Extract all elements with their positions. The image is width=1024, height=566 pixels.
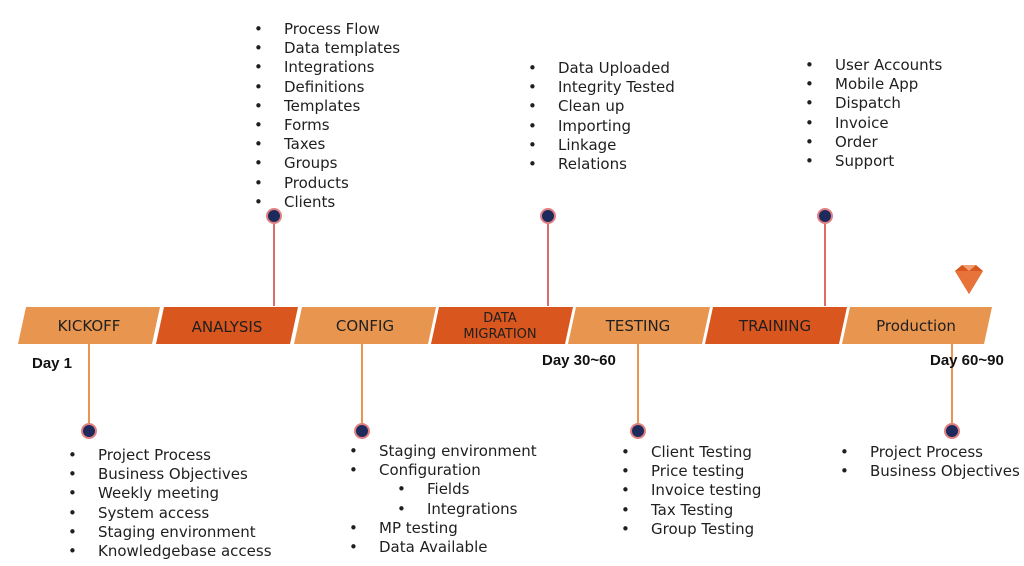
list-item: Business Objectives <box>840 462 1020 481</box>
training-list: User AccountsMobile AppDispatchInvoiceOr… <box>805 56 942 171</box>
milestone-dot-config <box>354 423 370 439</box>
gem-icon <box>955 265 983 294</box>
analysis-list: Process FlowData templatesIntegrationsDe… <box>254 20 400 212</box>
list-item: Fields <box>349 480 537 499</box>
list-item: Weekly meeting <box>68 484 272 503</box>
list-item: Group Testing <box>621 520 761 539</box>
phase-label-config: CONFIG <box>336 317 394 335</box>
list-item: Definitions <box>254 78 400 97</box>
day-marker-end: Day 60~90 <box>930 352 1004 369</box>
list-item: Integrations <box>254 58 400 77</box>
testing-list: Client TestingPrice testingInvoice testi… <box>621 443 761 539</box>
production-list: Project ProcessBusiness Objectives <box>840 443 1020 482</box>
milestone-dot-testing <box>630 423 646 439</box>
list-item: Templates <box>254 97 400 116</box>
phase-label-kickoff: KICKOFF <box>58 317 121 335</box>
list-item: Integrity Tested <box>528 78 675 97</box>
day-marker-mid: Day 30~60 <box>542 352 616 369</box>
list-item: Support <box>805 152 942 171</box>
list-item: Price testing <box>621 462 761 481</box>
list-item: Linkage <box>528 136 675 155</box>
milestone-dot-production <box>944 423 960 439</box>
list-item: MP testing <box>349 519 537 538</box>
list-item: Project Process <box>68 446 272 465</box>
day-marker-start: Day 1 <box>32 355 73 372</box>
list-item: Relations <box>528 155 675 174</box>
phase-label-production: Production <box>876 317 956 335</box>
list-item: Project Process <box>840 443 1020 462</box>
data-migration-list: Data UploadedIntegrity TestedClean upImp… <box>528 59 675 174</box>
phase-label-analysis: ANALYSIS <box>192 318 263 336</box>
list-item: Integrations <box>349 500 537 519</box>
list-item: Dispatch <box>805 94 942 113</box>
list-item: Knowledgebase access <box>68 542 272 561</box>
phase-analysis <box>156 307 298 344</box>
phase-label-training: TRAINING <box>738 317 811 335</box>
list-item: Process Flow <box>254 20 400 39</box>
phase-data-migration <box>431 307 573 344</box>
milestone-dot-training <box>817 208 833 224</box>
list-item: Data templates <box>254 39 400 58</box>
list-item: User Accounts <box>805 56 942 75</box>
phase-production <box>842 307 992 344</box>
list-item: System access <box>68 504 272 523</box>
list-item: Staging environment <box>349 442 537 461</box>
phase-label-data-migration-line2: MIGRATION <box>463 327 536 342</box>
list-item: Mobile App <box>805 75 942 94</box>
milestone-dot-kickoff <box>81 423 97 439</box>
config-list: Staging environmentConfigurationFieldsIn… <box>349 442 537 557</box>
list-item: Staging environment <box>68 523 272 542</box>
phase-kickoff <box>18 307 160 344</box>
list-item: Client Testing <box>621 443 761 462</box>
list-item: Business Objectives <box>68 465 272 484</box>
list-item: Invoice <box>805 114 942 133</box>
list-item: Products <box>254 174 400 193</box>
list-item: Forms <box>254 116 400 135</box>
list-item: Taxes <box>254 135 400 154</box>
list-item: Configuration <box>349 461 537 480</box>
phase-testing <box>568 307 710 344</box>
list-item: Clean up <box>528 97 675 116</box>
list-item: Tax Testing <box>621 501 761 520</box>
milestone-dot-data-migration <box>540 208 556 224</box>
list-item: Invoice testing <box>621 481 761 500</box>
phase-config <box>294 307 436 344</box>
phase-training <box>705 307 847 344</box>
list-item: Clients <box>254 193 400 212</box>
list-item: Importing <box>528 117 675 136</box>
list-item: Order <box>805 133 942 152</box>
kickoff-list: Project ProcessBusiness ObjectivesWeekly… <box>68 446 272 561</box>
list-item: Groups <box>254 154 400 173</box>
phase-label-data-migration-line1: DATA <box>483 311 517 326</box>
phase-label-testing: TESTING <box>605 317 671 335</box>
list-item: Data Uploaded <box>528 59 675 78</box>
list-item: Data Available <box>349 538 537 557</box>
